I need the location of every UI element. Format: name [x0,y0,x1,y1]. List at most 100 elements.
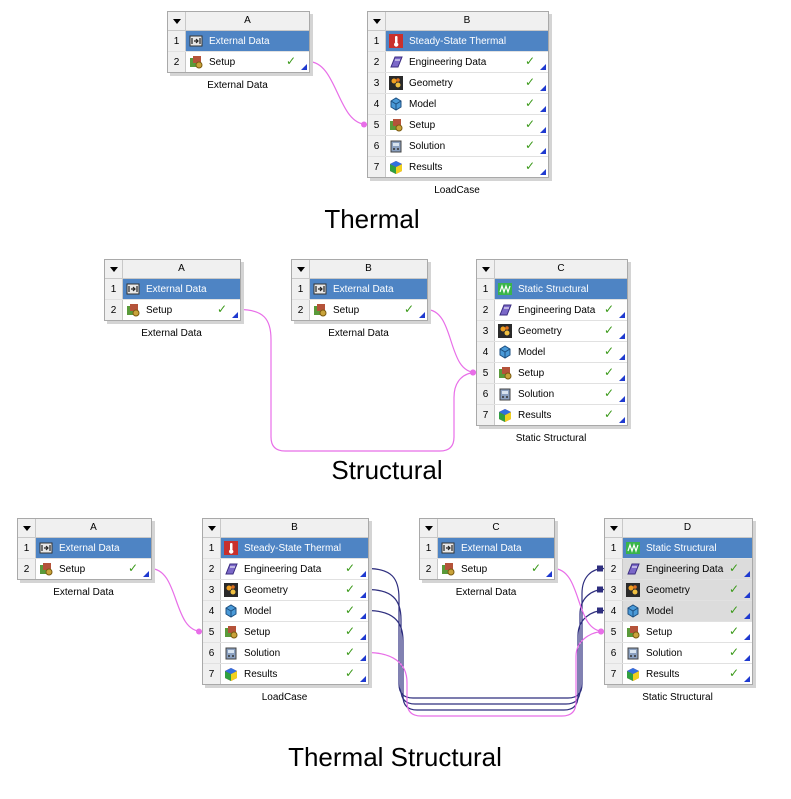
expand-corner-icon[interactable] [360,571,366,577]
expand-corner-icon[interactable] [619,375,625,381]
cell-content[interactable]: External Data [123,279,240,299]
cell-content[interactable]: Engineering Data✓ [221,559,368,579]
cell-content[interactable]: Results✓ [623,664,752,684]
cell-content[interactable]: External Data [186,31,309,51]
cell-content[interactable]: Results✓ [221,664,368,684]
cell-content[interactable]: Setup✓ [221,622,368,642]
system-caption[interactable]: External Data [455,587,517,598]
cell-content[interactable]: Static Structural [623,538,752,558]
cell-content[interactable]: Setup✓ [310,300,427,320]
cell-content[interactable]: Setup✓ [123,300,240,320]
system-menu-button[interactable] [18,519,36,537]
system-menu-button[interactable] [605,519,623,537]
expand-corner-icon[interactable] [360,592,366,598]
cell-content[interactable]: Setup✓ [495,363,627,383]
expand-corner-icon[interactable] [744,613,750,619]
system-menu-button[interactable] [420,519,438,537]
expand-corner-icon[interactable] [360,655,366,661]
cell-content[interactable]: Model✓ [623,601,752,621]
cell-content[interactable]: Steady-State Thermal [221,538,368,558]
expand-corner-icon[interactable] [540,64,546,70]
system-menu-button[interactable] [105,260,123,278]
cell-content[interactable]: Engineering Data✓ [386,52,548,72]
expand-corner-icon[interactable] [744,592,750,598]
cell-content[interactable]: Results✓ [386,157,548,177]
cell-content[interactable]: Solution✓ [623,643,752,663]
cell-content[interactable]: Geometry✓ [495,321,627,341]
expand-corner-icon[interactable] [360,634,366,640]
expand-corner-icon[interactable] [546,571,552,577]
cell-content[interactable]: Setup✓ [36,559,151,579]
expand-corner-icon[interactable] [744,676,750,682]
expand-corner-icon[interactable] [744,571,750,577]
expand-corner-icon[interactable] [619,354,625,360]
system-caption[interactable]: External Data [53,587,114,598]
cell-content[interactable]: Geometry✓ [221,580,368,600]
expand-corner-icon[interactable] [540,127,546,133]
expand-corner-icon[interactable] [744,634,750,640]
expand-corner-icon[interactable] [360,613,366,619]
cell-content[interactable]: Static Structural [495,279,627,299]
expand-corner-icon[interactable] [744,655,750,661]
system-caption[interactable]: External Data [207,80,268,91]
cell-content[interactable]: Steady-State Thermal [386,31,548,51]
system-menu-button[interactable] [292,260,310,278]
cell-content[interactable]: Model✓ [495,342,627,362]
expand-corner-icon[interactable] [540,169,546,175]
system-caption[interactable]: External Data [328,328,389,339]
system-menu-button[interactable] [477,260,495,278]
system-caption[interactable]: LoadCase [261,692,308,703]
expand-corner-icon[interactable] [619,333,625,339]
expand-corner-icon[interactable] [540,85,546,91]
cell-content[interactable]: Engineering Data✓ [623,559,752,579]
expand-corner-icon[interactable] [301,64,307,70]
expand-corner-icon[interactable] [540,106,546,112]
expand-corner-icon[interactable] [143,571,149,577]
cell-content[interactable]: Setup✓ [186,52,309,72]
cell-content[interactable]: Setup✓ [623,622,752,642]
system-menu-button[interactable] [203,519,221,537]
system-caption[interactable]: External Data [141,328,202,339]
system-caption[interactable]: Static Structural [642,692,713,703]
system-menu-button[interactable] [168,12,186,30]
system-menu-button[interactable] [368,12,386,30]
cell-content[interactable]: Solution✓ [386,136,548,156]
expand-corner-icon[interactable] [419,312,425,318]
cell-content[interactable]: External Data [310,279,427,299]
cell-content[interactable]: Setup✓ [386,115,548,135]
cell-content[interactable]: Solution✓ [221,643,368,663]
